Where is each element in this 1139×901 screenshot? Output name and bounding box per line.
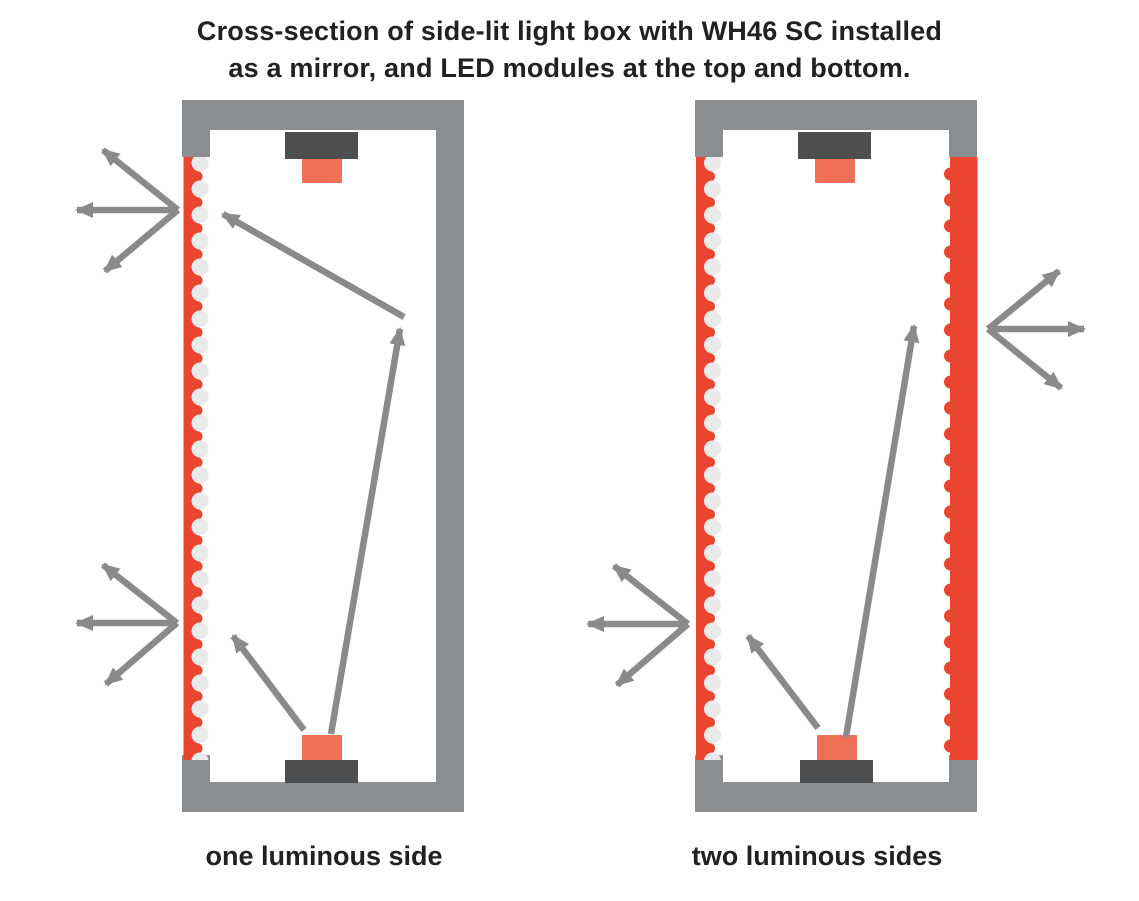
heat-sink-bottom bbox=[285, 760, 358, 783]
light-ray-led-to-film-icon bbox=[230, 634, 307, 732]
frame-back-wall bbox=[436, 100, 464, 790]
frame-bottom-left-lip bbox=[182, 755, 210, 812]
led-module-top bbox=[815, 159, 855, 183]
frame-top-left-lip bbox=[182, 100, 210, 157]
heat-sink-top bbox=[798, 132, 871, 159]
title-line-2: as a mirror, and LED modules at the top … bbox=[228, 53, 911, 83]
emission-fan-left-lower-icon bbox=[586, 563, 691, 688]
emission-fan-right-middle-icon bbox=[985, 268, 1086, 391]
wh46-film-left bbox=[696, 157, 724, 760]
diagram-one-luminous-side bbox=[75, 100, 464, 812]
light-ray-led-to-right-film-icon bbox=[842, 324, 920, 738]
caption-one-luminous-side: one luminous side bbox=[205, 841, 443, 871]
frame-top-bar bbox=[182, 100, 464, 130]
led-module-top bbox=[302, 159, 342, 183]
led-module-bottom bbox=[817, 735, 857, 761]
light-ray-reflected-icon bbox=[221, 211, 406, 320]
frame-bottom-left-lip bbox=[695, 755, 723, 812]
frame-top-right-lip bbox=[949, 100, 977, 157]
frame-bottom-bar bbox=[695, 782, 977, 812]
light-ray-led-to-left-film-icon bbox=[745, 634, 821, 730]
led-module-bottom bbox=[302, 735, 342, 761]
frame-bottom-bar bbox=[182, 782, 464, 812]
diagram-two-luminous-sides bbox=[586, 100, 1086, 812]
wh46-film-right-scallops bbox=[943, 157, 958, 760]
heat-sink-top bbox=[285, 132, 358, 159]
diagram-title: Cross-section of side-lit light box with… bbox=[0, 13, 1139, 87]
frame-top-left-lip bbox=[695, 100, 723, 157]
heat-sink-bottom bbox=[800, 760, 873, 783]
frame-bottom-right-lip bbox=[949, 755, 977, 812]
emission-fan-left-upper-icon bbox=[75, 147, 181, 274]
emission-fan-left-lower-icon bbox=[75, 562, 180, 687]
wh46-film-left bbox=[183, 157, 212, 760]
title-line-1: Cross-section of side-lit light box with… bbox=[196, 16, 943, 46]
light-ray-led-up-icon bbox=[327, 327, 406, 735]
frame-top-bar bbox=[695, 100, 977, 130]
caption-two-luminous-sides: two luminous sides bbox=[691, 841, 943, 871]
